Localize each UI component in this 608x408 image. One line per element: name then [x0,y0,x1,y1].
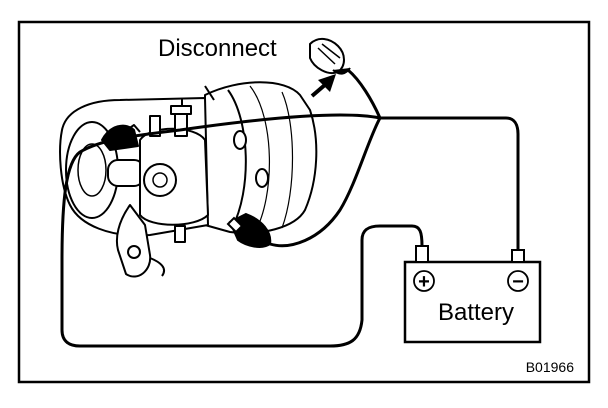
wires [60,68,520,348]
figure-code: B01966 [526,359,574,375]
disconnected-clip [309,38,351,75]
positive-sign: + [418,271,430,293]
negative-terminal-symbol [507,270,529,292]
battery-label: Battery [438,299,514,326]
disconnect-label: Disconnect [158,35,277,62]
starter-motor [59,81,318,278]
battery: + − Battery [403,245,542,344]
battery-positive-post [415,245,429,263]
positive-terminal-symbol [413,270,435,292]
disconnect-arrow [310,74,336,98]
battery-negative-post [511,249,525,263]
figure-frame [17,20,591,384]
negative-sign: − [512,271,524,293]
